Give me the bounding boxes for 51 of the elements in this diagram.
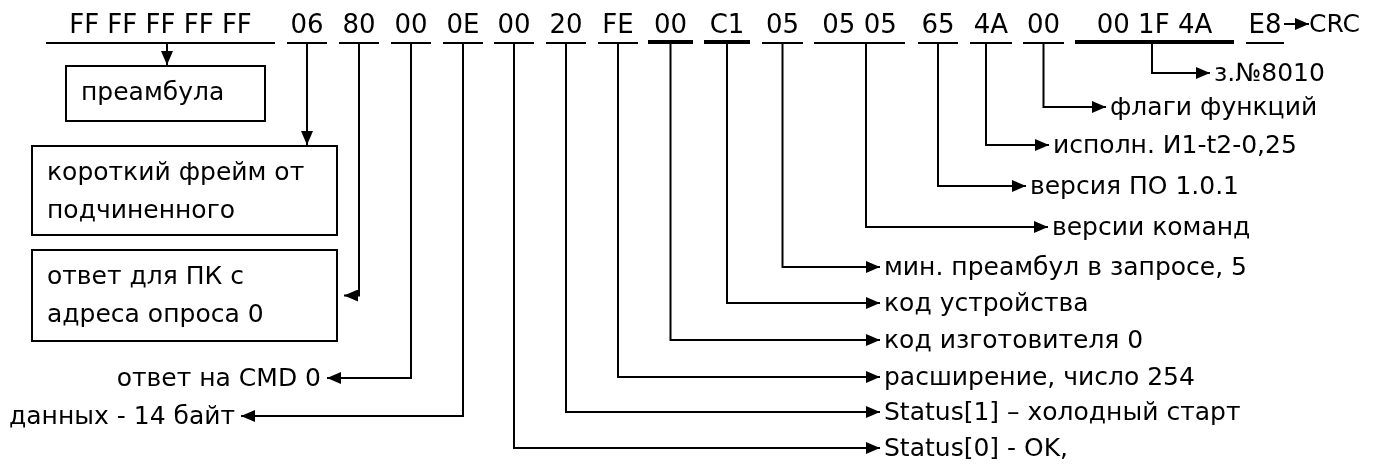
arrow [865, 43, 1049, 233]
hex-byte: 20 [546, 6, 586, 44]
description-box: преамбула [65, 65, 266, 122]
hex-byte: FF FF FF FF FF [46, 6, 275, 44]
description-box: ответ для ПК с адреса опроса 0 [31, 249, 338, 342]
arrow [343, 43, 360, 302]
field-description: CRC [1309, 9, 1361, 39]
hex-byte: 4A [970, 6, 1012, 44]
field-description: расширение, число 254 [884, 362, 1195, 392]
field-description: код изготовителя 0 [884, 325, 1144, 355]
hex-byte: 00 [648, 6, 693, 44]
field-description: ответ на CMD 0 [116, 363, 321, 393]
arrow [240, 43, 464, 422]
hex-byte: 00 [1023, 6, 1064, 44]
arrow [669, 43, 881, 346]
field-description: версии команд [1052, 212, 1251, 242]
arrow [617, 43, 881, 383]
hex-byte: 06 [287, 6, 327, 44]
arrow [937, 43, 1027, 192]
hex-byte: 80 [339, 6, 379, 44]
hex-byte: E8 [1246, 6, 1284, 44]
field-description: Status[1] – холодный старт [884, 397, 1241, 427]
hex-byte: 65 [918, 6, 958, 44]
field-description: з.№8010 [1214, 58, 1325, 88]
hex-byte: 00 [494, 6, 534, 44]
field-description: Status[0] - OK, [884, 433, 1068, 463]
arrow [1042, 43, 1107, 113]
arrow [781, 43, 881, 273]
hex-byte: 05 [762, 6, 803, 44]
arrow [985, 43, 1050, 151]
field-description: версия ПО 1.0.1 [1030, 171, 1239, 201]
hex-byte: 00 [391, 6, 431, 44]
description-box: короткий фрейм от подчиненного [31, 145, 338, 236]
arrow [565, 43, 881, 418]
arrow [513, 43, 881, 454]
arrow [301, 43, 313, 146]
hex-byte: 05 05 [814, 6, 905, 44]
arrow [1283, 18, 1310, 30]
arrow [161, 43, 173, 66]
field-description: флаги функций [1110, 92, 1318, 122]
arrow [326, 43, 412, 384]
field-description: код устройства [884, 288, 1089, 318]
arrow [1151, 43, 1211, 79]
field-description: мин. преамбул в запросе, 5 [884, 252, 1247, 282]
field-description: исполн. И1-t2-0,25 [1053, 130, 1297, 160]
hex-byte: 0E [443, 6, 483, 44]
hex-byte: FE [598, 6, 638, 44]
field-description: данных - 14 байт [9, 401, 236, 431]
hex-byte: C1 [704, 6, 750, 44]
arrow [726, 43, 881, 309]
hex-byte: 00 1F 4A [1075, 6, 1234, 44]
